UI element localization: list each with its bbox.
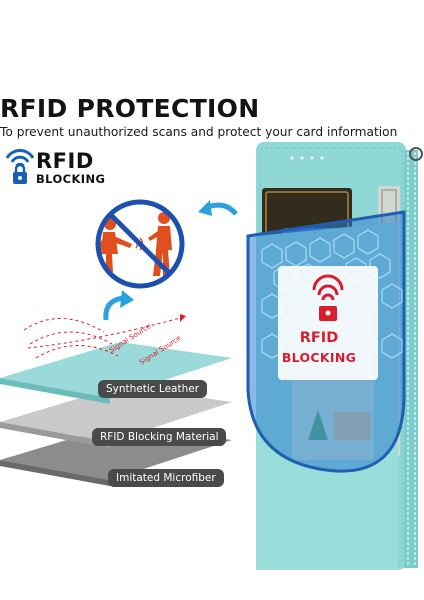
page-subtitle: To prevent unauthorized scans and protec… <box>0 125 398 139</box>
shield-rfid-text: RFID <box>299 330 339 346</box>
badge-blocking-text: BLOCKING <box>36 172 106 186</box>
lock-signal-icon <box>312 274 344 321</box>
skimming-prohibited-illustration <box>95 199 185 289</box>
curved-arrow-icon <box>198 200 238 216</box>
curved-arrow-icon <box>103 290 134 321</box>
shield-blocking-text: BLOCKING <box>281 350 357 365</box>
layer-label-blocking-material: RFID Blocking Material <box>92 428 227 446</box>
wifi-lock-icon <box>5 148 35 184</box>
badge-rfid-text: RFID <box>36 149 94 173</box>
page-title: RFID PROTECTION <box>0 94 260 123</box>
wallet-case-illustration <box>246 142 423 570</box>
layer-label-leather: Synthetic Leather <box>98 380 208 398</box>
layer-label-microfiber: Imitated Microfiber <box>108 469 224 487</box>
